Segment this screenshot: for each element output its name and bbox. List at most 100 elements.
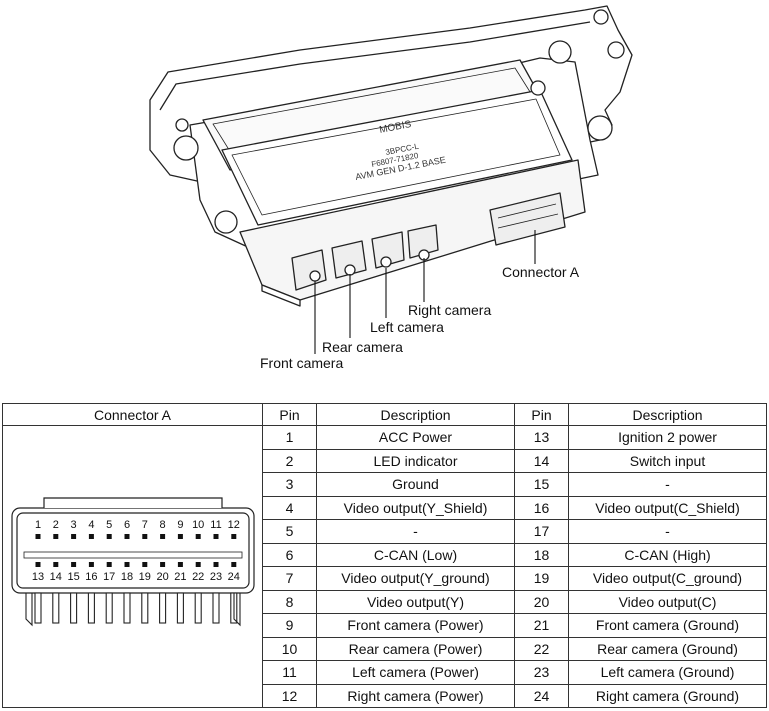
description-cell: Left camera (Ground): [568, 660, 767, 685]
pin-marker: [106, 562, 112, 567]
pin-number-label: 17: [103, 571, 115, 583]
pin-cell: 14: [514, 448, 569, 473]
avm-module-illustration: MOBIS 3BPCC-L F6807-71820 AVM GEN D-1.2 …: [149, 5, 633, 354]
bracket-hole: [607, 41, 625, 59]
pin-cell: 12: [262, 683, 317, 708]
pin-marker: [177, 562, 183, 567]
terminal-lead: [87, 592, 95, 624]
terminal-lead: [140, 592, 148, 624]
pin-number-label: 23: [209, 571, 221, 583]
screw-boss: [548, 40, 572, 64]
pin-marker: [213, 534, 218, 539]
description-cell: Rear camera (Power): [316, 636, 515, 661]
pin-marker: [213, 562, 218, 567]
screw-boss: [587, 115, 613, 141]
description-cell: Front camera (Power): [316, 613, 515, 638]
pin-cell: 15: [514, 472, 569, 497]
description-cell: Ground: [316, 472, 515, 497]
pin-cell: 22: [514, 636, 569, 661]
pin-cell: 24: [514, 683, 569, 708]
screw-boss: [530, 80, 546, 96]
pin-marker: [52, 534, 58, 539]
description-cell: Video output(C_Shield): [568, 495, 767, 520]
pin-number-label: 16: [85, 571, 97, 583]
callout-front-camera: Front camera: [260, 355, 344, 371]
pin-marker: [159, 534, 165, 539]
pin-cell: 20: [514, 589, 569, 614]
pin-cell: 6: [262, 542, 317, 567]
bracket-hole: [593, 9, 609, 25]
header-pin-right: Pin: [514, 403, 569, 426]
pin-cell: 8: [262, 589, 317, 614]
pin-cell: 3: [262, 472, 317, 497]
pin-number-label: 18: [120, 571, 132, 583]
header-pin-left: Pin: [262, 403, 317, 426]
terminal-lead: [122, 592, 131, 624]
camera-connector-left: [371, 231, 405, 269]
pin-number-label: 2: [52, 519, 58, 531]
terminal-lead: [194, 592, 202, 624]
description-cell: C-CAN (Low): [316, 542, 515, 567]
pin-marker: [230, 534, 236, 539]
table-header-row: Connector A Pin Description Pin Descript…: [2, 403, 767, 426]
pin-number-label: 11: [210, 519, 221, 531]
pin-marker: [124, 562, 129, 567]
description-cell: Video output(C): [568, 589, 767, 614]
pin-number-label: 15: [67, 571, 79, 583]
description-cell: Switch input: [568, 448, 767, 473]
screw-boss: [214, 210, 238, 234]
camera-connector-right: [407, 224, 439, 259]
pin-marker: [230, 562, 236, 567]
pin-marker: [141, 562, 147, 567]
description-cell: Front camera (Ground): [568, 613, 767, 638]
pin-marker: [35, 534, 40, 539]
pin-marker: [159, 562, 165, 567]
pin-cell: 17: [514, 519, 569, 544]
pin-number-label: 5: [106, 519, 112, 531]
pin-number-label: 21: [174, 571, 186, 583]
pin-marker: [88, 562, 94, 567]
mounting-tab: [24, 593, 33, 627]
terminal-lead: [158, 592, 166, 624]
description-cell: ACC Power: [316, 425, 515, 450]
pin-number-label: 13: [31, 571, 43, 583]
pin-cell: 13: [514, 425, 569, 450]
pin-marker: [106, 534, 112, 539]
pin-number-label: 14: [49, 571, 61, 583]
pin-cell: 11: [262, 660, 317, 685]
description-cell: Right camera (Ground): [568, 683, 767, 708]
label-plate: [221, 89, 573, 226]
pin-marker: [177, 534, 183, 539]
description-cell: Video output(Y): [316, 589, 515, 614]
pin-number-label: 24: [227, 571, 239, 583]
pinout-table: Connector A Pin Description Pin Descript…: [2, 403, 767, 708]
callout-rear-camera: Rear camera: [322, 339, 403, 355]
pin-number-label: 10: [192, 519, 204, 531]
pin-number-label: 4: [88, 519, 94, 531]
terminal-lead: [51, 592, 59, 624]
mounting-tab: [232, 593, 241, 627]
pin-number-label: 20: [156, 571, 168, 583]
pin-cell: 4: [262, 495, 317, 520]
pin-cell: 18: [514, 542, 569, 567]
pin-marker: [88, 534, 94, 539]
pin-number-label: 22: [192, 571, 204, 583]
header-connector: Connector A: [2, 403, 263, 426]
pin-cell: 7: [262, 566, 317, 591]
callout-right-camera: Right camera: [408, 302, 492, 318]
pin-marker: [52, 562, 58, 567]
pin-marker: [195, 534, 201, 539]
pin-cell: 9: [262, 613, 317, 638]
pin-cell: 21: [514, 613, 569, 638]
callout-connector-a: Connector A: [502, 264, 580, 280]
terminal-lead: [176, 592, 184, 624]
description-cell: Video output(Y_Shield): [316, 495, 515, 520]
description-cell: LED indicator: [316, 448, 515, 473]
pin-number-label: 8: [159, 519, 165, 531]
